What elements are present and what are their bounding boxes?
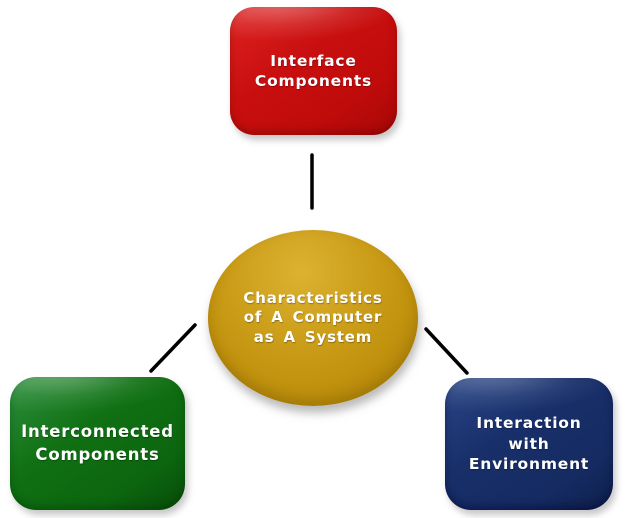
node-interaction-with-environment: Interaction with Environment — [445, 378, 613, 510]
node-interconnected-components-label: Interconnected Components — [21, 422, 174, 464]
node-characteristics-center-ellipse: Characteristics of A Computer as A Syste… — [208, 230, 418, 406]
connector-bottom-left-line — [149, 323, 197, 373]
node-interaction-with-environment-label: Interaction with Environment — [468, 413, 590, 474]
node-interface-components: Interface Components — [230, 7, 397, 135]
node-characteristics-label: Characteristics of A Computer as A Syste… — [243, 288, 383, 346]
node-interconnected-components: Interconnected Components — [10, 377, 185, 510]
node-interface-components-label: Interface Components — [254, 51, 373, 90]
connector-bottom-right-line — [424, 327, 469, 375]
